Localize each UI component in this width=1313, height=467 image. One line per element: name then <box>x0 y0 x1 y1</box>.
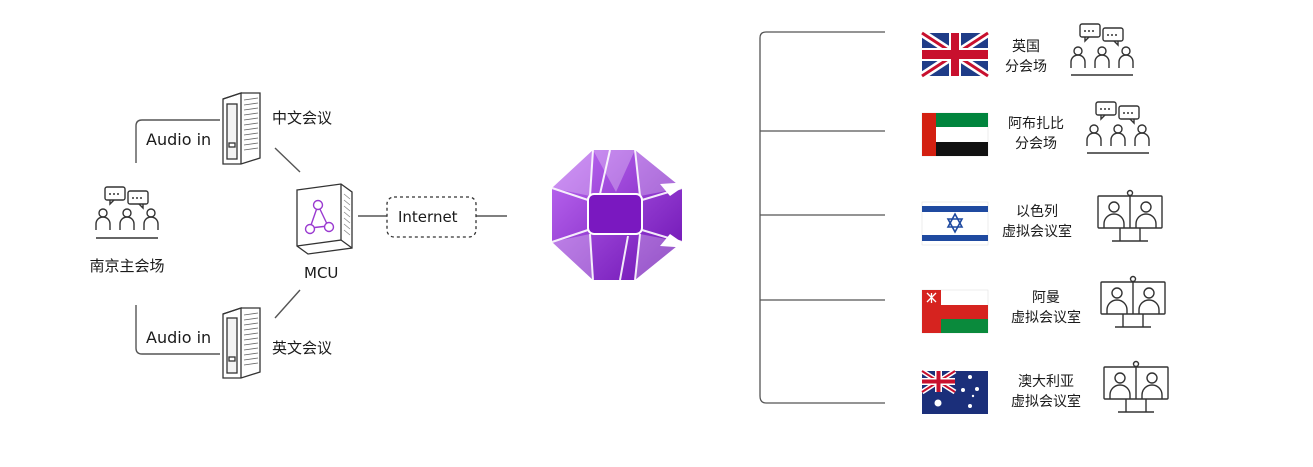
site-israel-line1: 以色列 <box>1016 203 1058 220</box>
australia-flag <box>920 368 988 414</box>
site-uae-line2: 分会场 <box>1015 136 1057 152</box>
cloud-video-logo-icon <box>551 149 690 281</box>
audio-in-top-label: Audio in <box>146 130 211 149</box>
australia-video-terminal-icon <box>1103 360 1169 413</box>
chinese-conference-label: 中文会议 <box>272 109 332 127</box>
main-venue-meeting-icon <box>95 186 159 239</box>
uae-meeting-group-icon <box>1086 101 1150 154</box>
main-venue-label: 南京主会场 <box>89 257 164 275</box>
oman-flag <box>921 289 989 334</box>
site-uk-line2: 分会场 <box>1005 59 1047 75</box>
mcu-icon <box>296 183 353 255</box>
internet-label: Internet <box>398 208 458 226</box>
uk-flag <box>919 29 991 80</box>
left-connectors <box>135 119 507 355</box>
chinese-server-icon <box>222 92 261 165</box>
site-oman-line1: 阿曼 <box>1032 290 1060 306</box>
site-oman-line2: 虚拟会议室 <box>1011 309 1081 326</box>
oman-video-terminal-icon <box>1100 275 1166 328</box>
site-uk-line1: 英国 <box>1012 38 1040 55</box>
site-israel-line2: 虚拟会议室 <box>1002 223 1072 240</box>
uk-meeting-group-icon <box>1070 23 1134 76</box>
internet-box <box>386 196 477 238</box>
site-australia-line2: 虚拟会议室 <box>1011 393 1081 410</box>
right-bracket <box>759 31 885 404</box>
english-server-icon <box>222 307 261 379</box>
english-conference-label: 英文会议 <box>272 339 332 357</box>
israel-video-terminal-icon <box>1097 189 1163 242</box>
mcu-label: MCU <box>304 264 338 282</box>
uae-flag <box>921 112 989 157</box>
site-australia-line1: 澳大利亚 <box>1018 374 1074 390</box>
site-uae-line1: 阿布扎比 <box>1008 116 1064 132</box>
audio-in-bottom-label: Audio in <box>146 328 211 347</box>
israel-flag <box>921 201 989 246</box>
